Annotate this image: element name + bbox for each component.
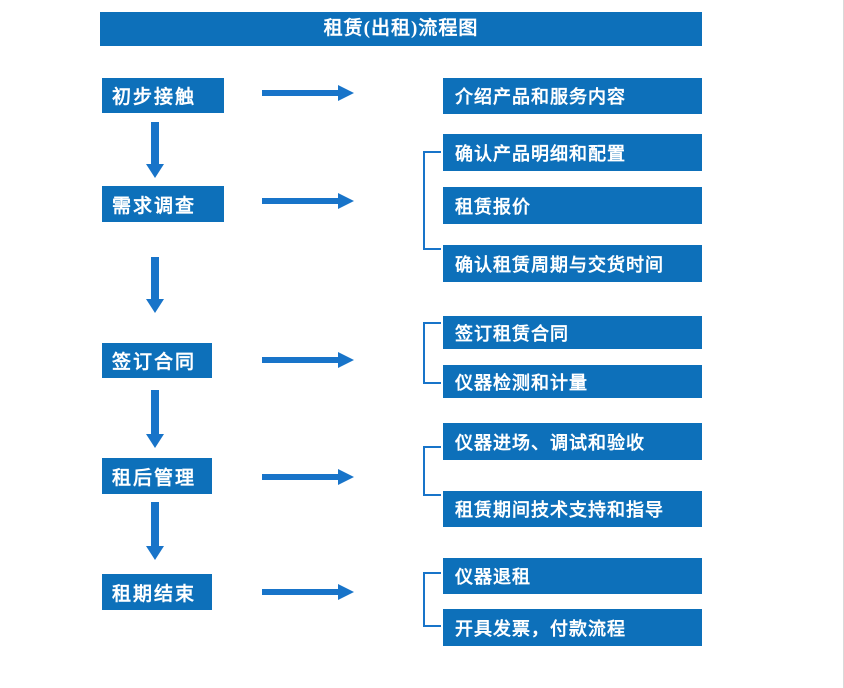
arrow-right-icon (262, 193, 354, 209)
stage-box-demand-survey: 需求调查 (102, 186, 224, 222)
arrow-down-icon (146, 257, 164, 313)
stage-box-rental-end: 租期结束 (102, 574, 212, 610)
output-box-instrument-setup: 仪器进场、调试和验收 (443, 423, 702, 460)
stage-box-initial-contact: 初步接触 (102, 78, 224, 113)
arrow-down-icon (146, 122, 164, 178)
arrow-right-icon (262, 352, 354, 368)
arrow-right-icon (262, 85, 354, 101)
arrow-right-icon (262, 469, 354, 485)
page-title: 租赁(出租)流程图 (100, 12, 702, 46)
stage-box-post-rental-mgmt: 租后管理 (102, 458, 212, 494)
output-box-confirm-details: 确认产品明细和配置 (443, 134, 702, 171)
group-bracket (423, 572, 441, 627)
arrow-right-icon (262, 584, 354, 600)
output-box-tech-support: 租赁期间技术支持和指导 (443, 491, 702, 527)
arrow-down-icon (146, 390, 164, 448)
output-box-confirm-period: 确认租赁周期与交货时间 (443, 245, 702, 282)
group-bracket (423, 446, 441, 496)
output-box-invoice-payment: 开具发票，付款流程 (443, 609, 702, 646)
stage-box-sign-contract: 签订合同 (102, 343, 212, 378)
output-box-sign-rental-contract: 签订租赁合同 (443, 316, 702, 349)
group-bracket (423, 322, 441, 384)
output-box-instrument-return: 仪器退租 (443, 558, 702, 594)
arrow-down-icon (146, 502, 164, 560)
output-box-rental-quote: 租赁报价 (443, 187, 702, 224)
output-box-instrument-testing: 仪器检测和计量 (443, 365, 702, 398)
group-bracket (423, 151, 441, 250)
output-box-introduce-products: 介绍产品和服务内容 (443, 78, 702, 114)
